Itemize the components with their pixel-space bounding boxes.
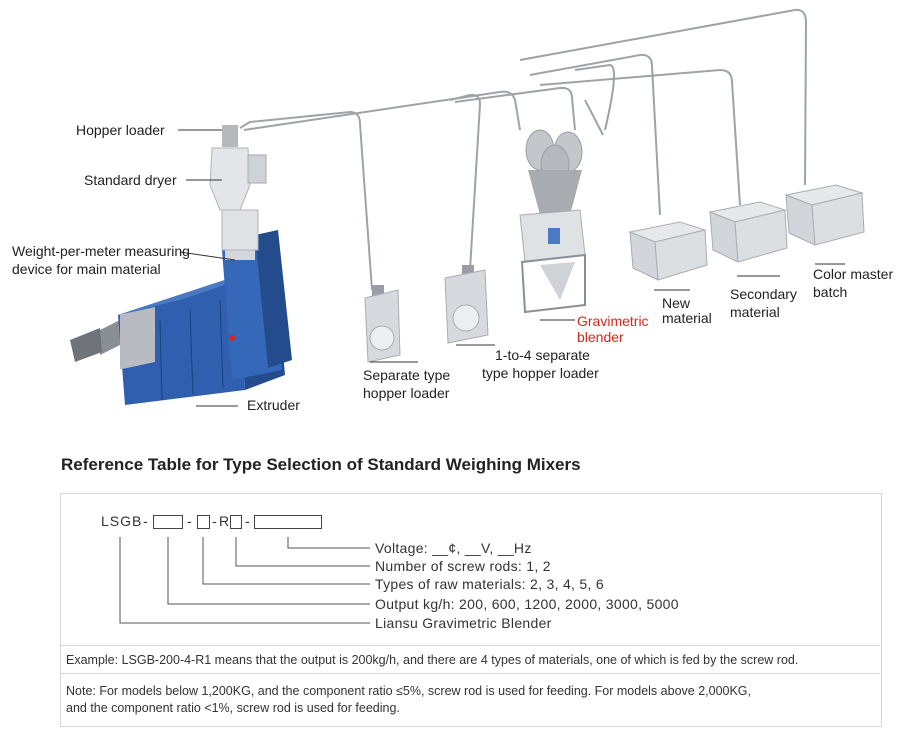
secondary-material-bin — [708, 201, 788, 263]
secondary-material-label-line1: Secondary — [730, 286, 797, 302]
weight-meter-label-line1: Weight-per-meter measuring — [12, 243, 190, 259]
new-material-label-line1: New — [662, 295, 691, 311]
callout-leaders — [178, 129, 845, 407]
hopper-loader-label: Hopper loader — [76, 122, 165, 138]
voltage-code-slot — [254, 515, 322, 529]
output-code-slot — [153, 515, 183, 529]
separate-type-label-line1: Separate type — [363, 367, 451, 383]
new-material-bin — [628, 221, 708, 281]
color-master-label-line1: Color master — [813, 266, 894, 282]
code-dash-3: - — [212, 513, 218, 529]
one-to-four-label-line2: type hopper loader — [482, 365, 599, 381]
gravimetric-blender-label-line2: blender — [577, 329, 624, 345]
reference-table-title: Reference Table for Type Selection of St… — [61, 455, 581, 474]
extruder-label: Extruder — [247, 397, 300, 413]
new-material-label-line2: material — [662, 310, 712, 326]
legend-screw-rods: Number of screw rods: 1, 2 — [375, 558, 551, 574]
note-text-line1: Note: For models below 1,200KG, and the … — [66, 684, 752, 698]
extruder-machine — [70, 210, 292, 405]
example-row: Example: LSGB-200-4-R1 means that the ou… — [60, 645, 880, 674]
example-text: Example: LSGB-200-4-R1 means that the ou… — [66, 653, 799, 667]
gravimetric-blender-label-line1: Gravimetric — [577, 313, 649, 329]
legend-material-types: Types of raw materials: 2, 3, 4, 5, 6 — [375, 576, 604, 592]
note-text-line2: and the component ratio <1%, screw rod i… — [66, 701, 400, 715]
one-to-four-label-line1: 1-to-4 separate — [495, 347, 590, 363]
gravimetric-blender-unit — [519, 129, 586, 314]
legend-brand: Liansu Gravimetric Blender — [375, 615, 552, 631]
dryer-unit — [209, 125, 267, 251]
code-prefix: LSGB — [101, 513, 143, 529]
legend-voltage: Voltage: __¢, __V, __Hz — [375, 540, 532, 556]
one-to-four-loader-unit — [444, 265, 489, 344]
code-dash-2: - — [187, 513, 193, 529]
conveying-pipes — [239, 8, 808, 291]
color-master-batch-bin — [784, 184, 865, 246]
standard-dryer-label: Standard dryer — [84, 172, 177, 188]
note-row: Note: For models below 1,200KG, and the … — [60, 673, 880, 726]
screw-rods-code-slot — [230, 515, 242, 529]
color-master-label-line2: batch — [813, 284, 848, 300]
separate-hopper-loader-unit — [364, 285, 401, 363]
code-r-letter: R — [219, 513, 231, 529]
material-types-code-slot — [197, 515, 210, 529]
reference-table-box — [60, 493, 882, 727]
weight-meter-label-line2: device for main material — [12, 261, 161, 277]
legend-output: Output kg/h: 200, 600, 1200, 2000, 3000,… — [375, 596, 679, 612]
separate-type-label-line2: hopper loader — [363, 385, 450, 401]
production-line-illustration — [70, 8, 865, 407]
secondary-material-label-line2: material — [730, 304, 780, 320]
code-dash-1: - — [143, 513, 149, 529]
code-dash-4: - — [245, 513, 251, 529]
